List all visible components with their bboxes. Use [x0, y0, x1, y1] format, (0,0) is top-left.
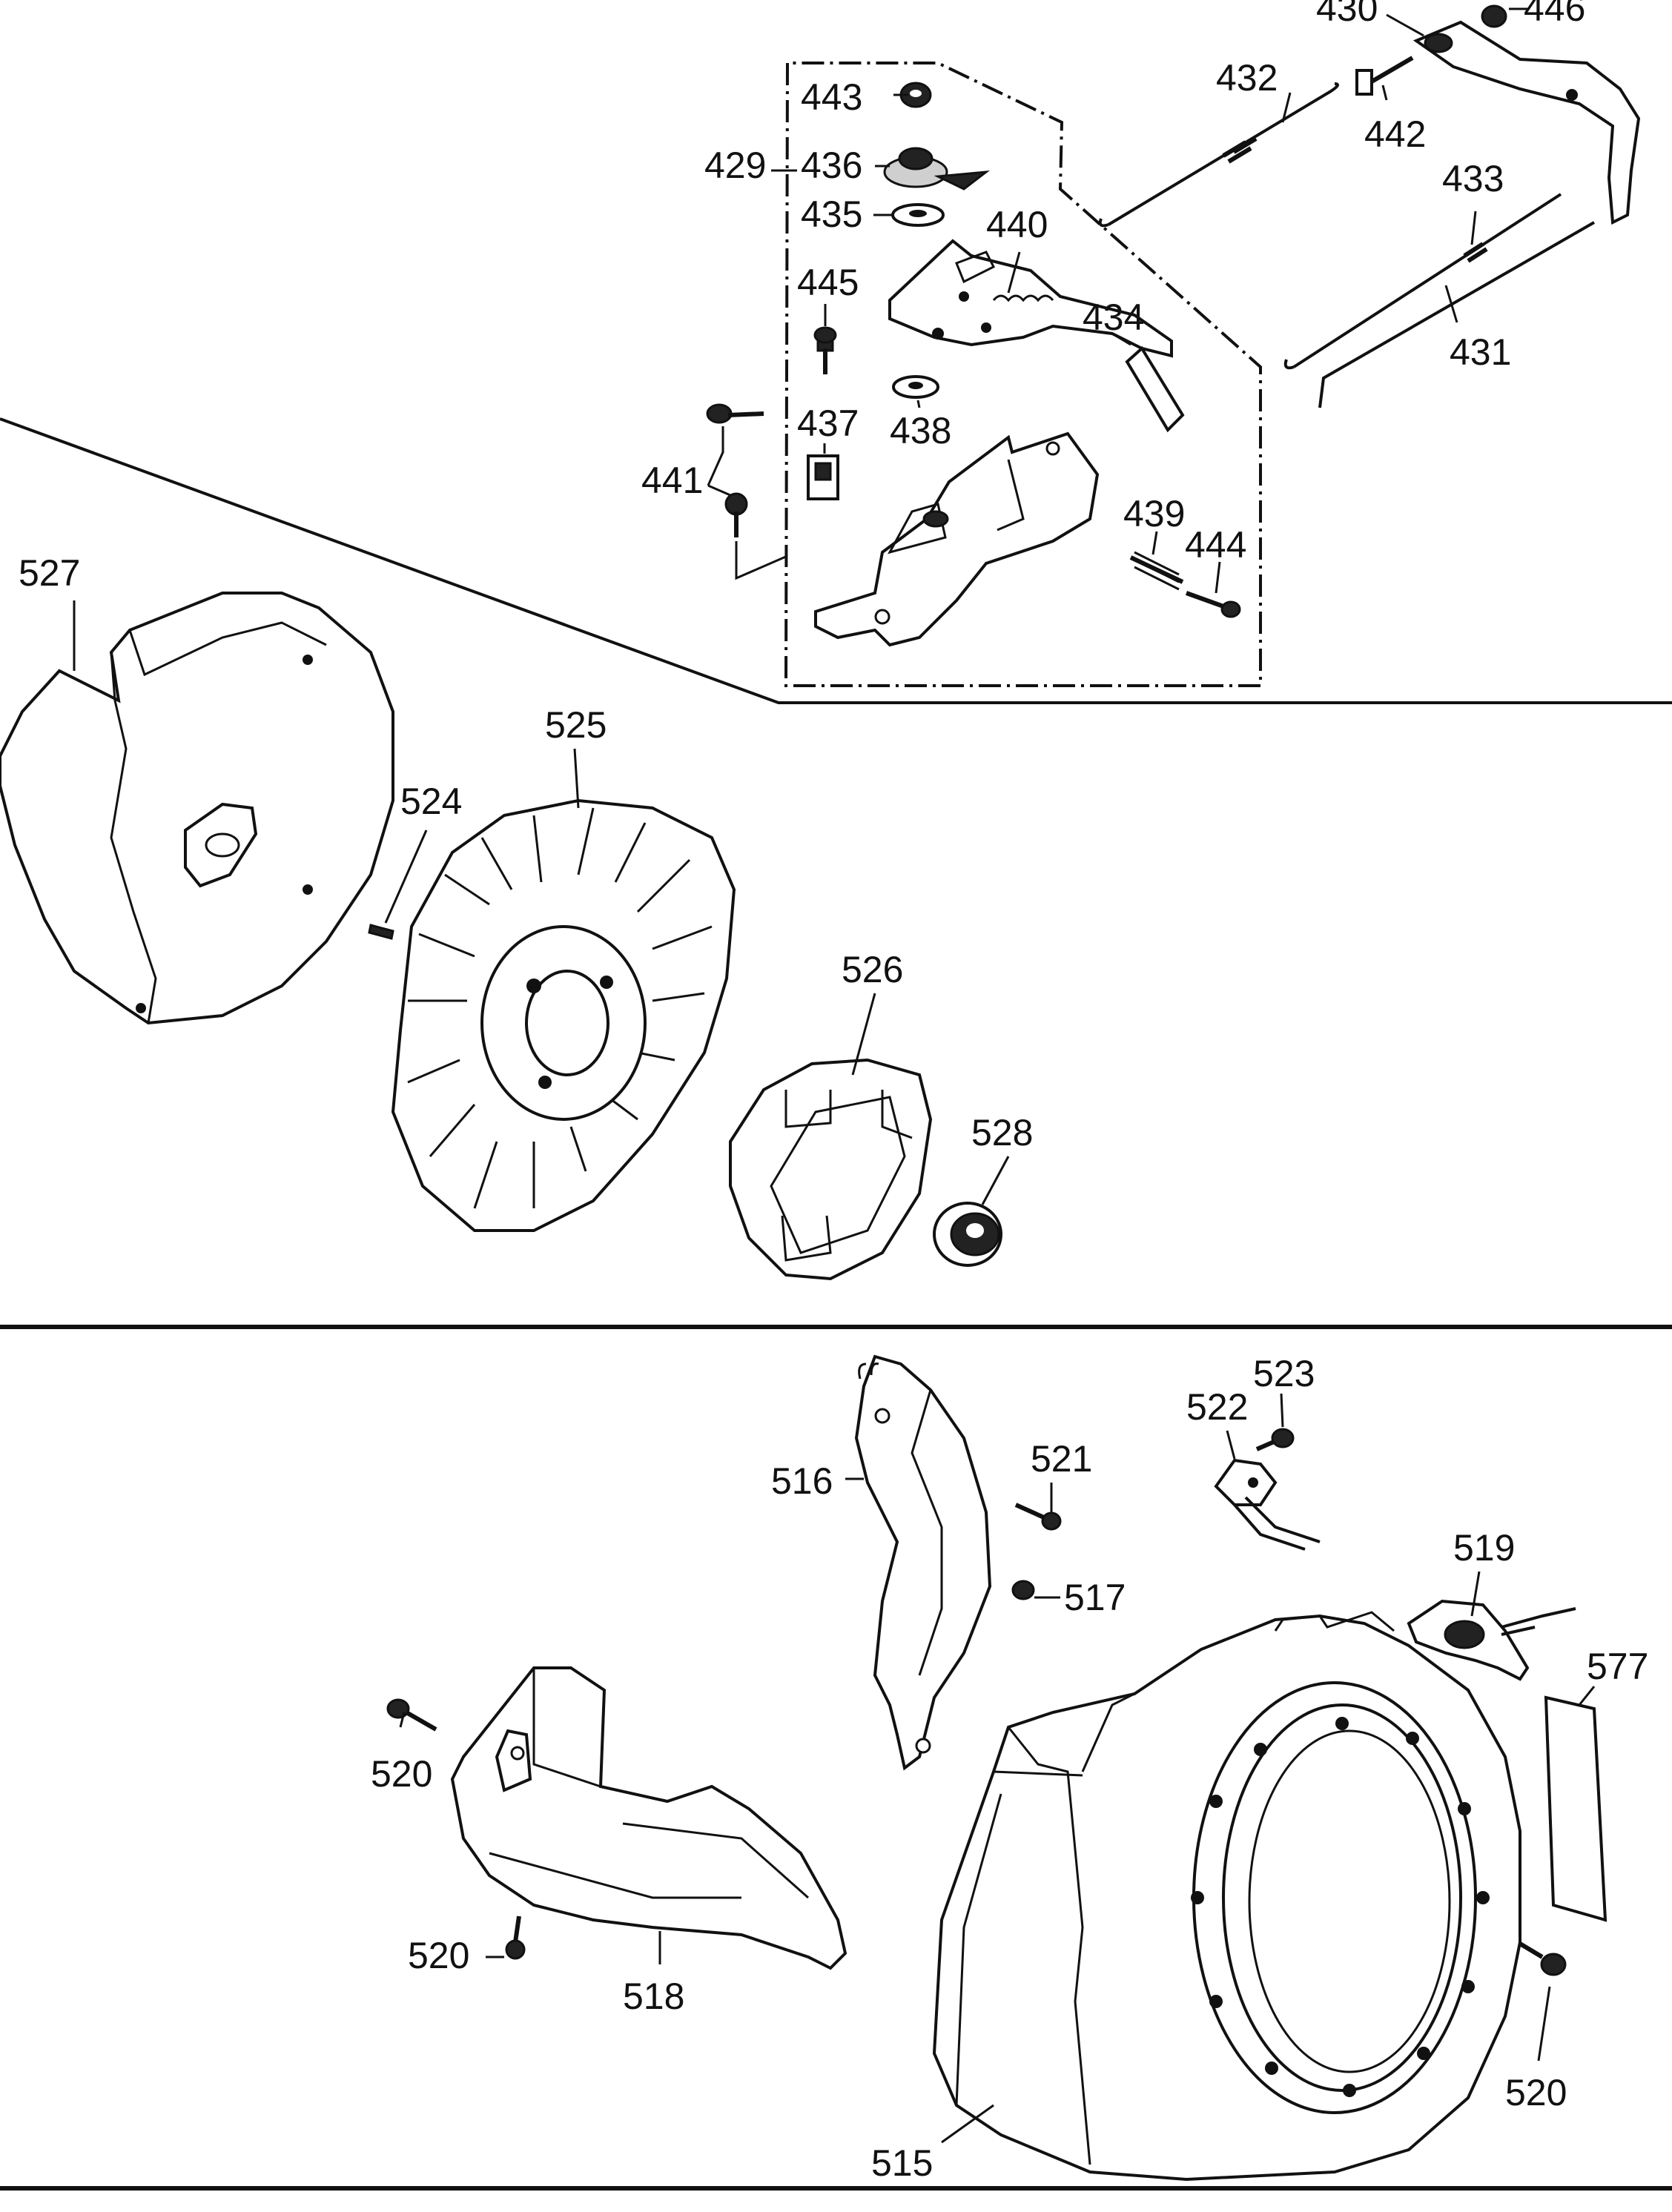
label-516: 516: [771, 1460, 833, 1502]
label-527: 527: [19, 552, 80, 594]
bolt-520-a: [386, 1698, 437, 1732]
spring-440: [992, 294, 1054, 302]
bolt-520-b: [505, 1915, 526, 1960]
key-524: [368, 924, 394, 940]
switch-519: [1407, 1599, 1576, 1681]
label-517: 517: [1064, 1577, 1126, 1618]
label-446: 446: [1524, 0, 1585, 29]
governor-arm-434: [888, 239, 1185, 433]
label-442: 442: [1364, 113, 1426, 155]
label-515: 515: [871, 2142, 933, 2184]
bolt-444: [1185, 591, 1241, 618]
nut-528: [933, 1202, 1002, 1267]
fan-525: [391, 798, 736, 1232]
blower-housing-515: [932, 1611, 1521, 2182]
nut-446: [1481, 4, 1507, 28]
label-445: 445: [797, 262, 859, 303]
lever-430: [1412, 20, 1641, 225]
flywheel-cover-527: [0, 592, 394, 1025]
label-431: 431: [1450, 331, 1511, 373]
deflector-518: [450, 1666, 847, 1970]
cup-526: [729, 1058, 933, 1281]
label-518: 518: [623, 1976, 684, 2017]
ground-terminal-522: [1214, 1458, 1321, 1551]
label-520-lower: 520: [1505, 2072, 1567, 2113]
label-430: 430: [1316, 0, 1378, 29]
label-524: 524: [400, 781, 462, 822]
bolt-445: [813, 326, 837, 374]
leader-lines: [73, 7, 1596, 2144]
label-441: 441: [641, 460, 703, 501]
governor-bracket: [814, 431, 1100, 647]
label-429: 429: [704, 145, 766, 186]
label-526: 526: [842, 949, 903, 990]
rod-433: [1283, 193, 1562, 370]
bolt-520-c: [1504, 1933, 1567, 1976]
label-433: 433: [1442, 158, 1504, 199]
leader-441-box: [735, 541, 788, 580]
bolt-442: [1355, 56, 1414, 96]
label-438: 438: [890, 410, 951, 451]
label-434: 434: [1083, 297, 1144, 338]
label-525: 525: [545, 704, 607, 746]
bolt-441-lower: [724, 492, 748, 537]
clip-437: [807, 454, 839, 500]
rod-431: [1318, 221, 1595, 408]
label-523: 523: [1253, 1353, 1315, 1394]
governor-assembly-outline: [784, 62, 1262, 687]
bolt-523: [1255, 1428, 1295, 1451]
governor-gear-436: [883, 147, 991, 191]
label-519: 519: [1453, 1527, 1515, 1569]
baffle-516: [854, 1354, 992, 1771]
label-439: 439: [1123, 493, 1185, 534]
label-444: 444: [1185, 524, 1246, 566]
label-528: 528: [971, 1112, 1033, 1153]
label-522: 522: [1186, 1386, 1248, 1428]
label-440: 440: [986, 204, 1048, 245]
label-520-upper: 520: [371, 1753, 432, 1795]
spring-439: [1129, 551, 1184, 591]
label-520-middle: 520: [408, 1935, 469, 1976]
part-labels: 430 446 432 442 443 429 436 435 440 433 …: [19, 0, 1648, 2184]
label-435: 435: [801, 193, 862, 235]
washer-438: [892, 375, 939, 399]
bolt-521: [1014, 1503, 1062, 1531]
nut-517: [1011, 1580, 1035, 1600]
bolt-441-upper: [706, 403, 764, 424]
rod-432: [1098, 82, 1339, 228]
label-577: 577: [1587, 1646, 1648, 1687]
label-577: [1544, 1695, 1607, 1922]
section-dividers: [0, 417, 1672, 2191]
label-436: 436: [801, 145, 862, 186]
label-437: 437: [797, 403, 859, 444]
label-443: 443: [801, 76, 862, 118]
label-521: 521: [1031, 1438, 1092, 1480]
washer-435: [891, 203, 945, 227]
label-432: 432: [1216, 57, 1278, 99]
